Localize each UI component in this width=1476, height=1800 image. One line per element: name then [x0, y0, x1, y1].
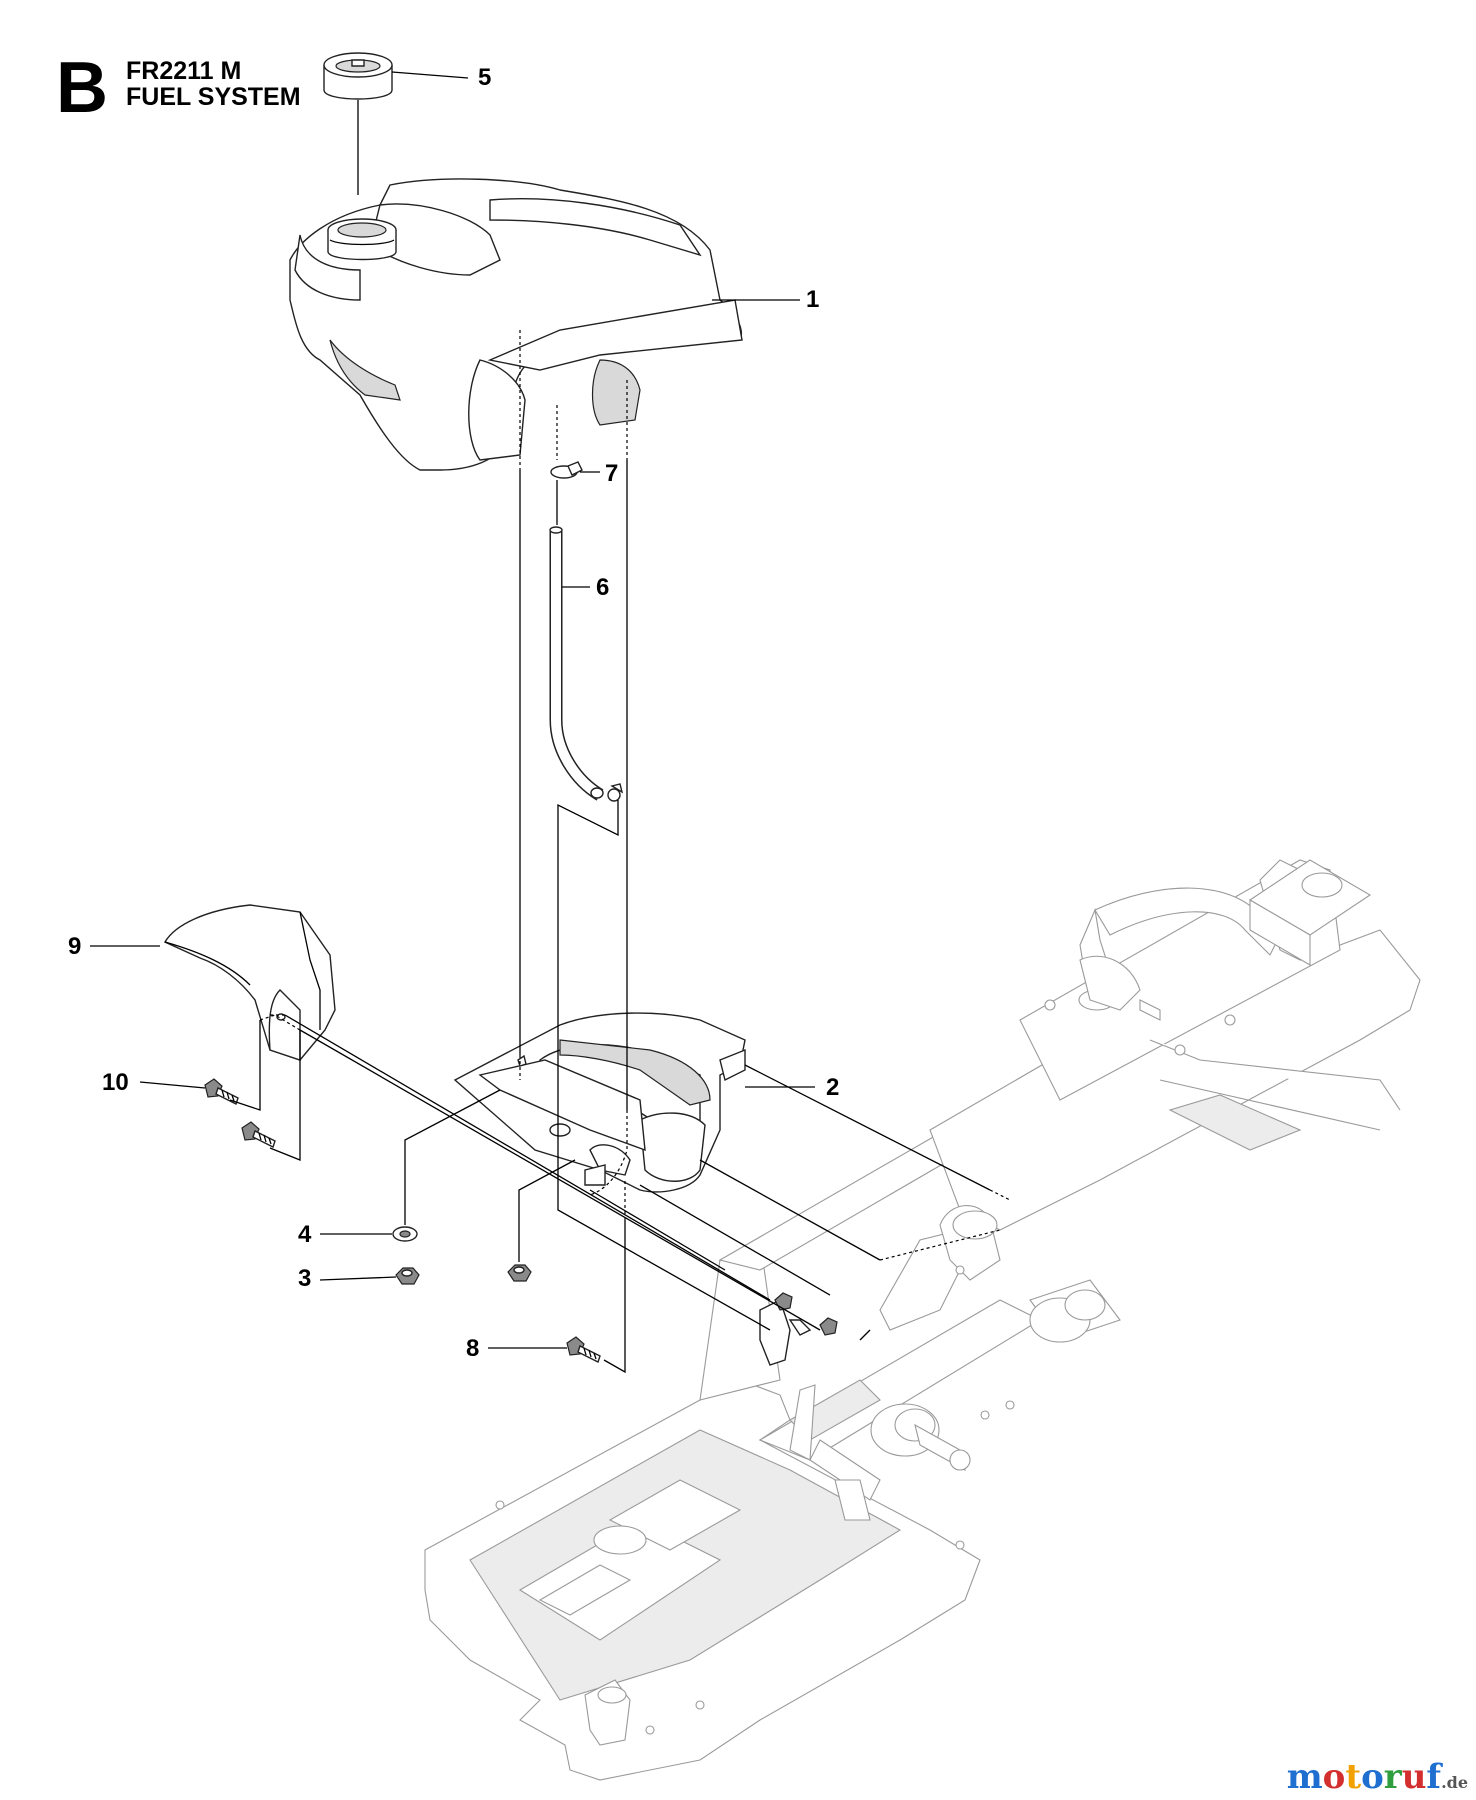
hose-clamp — [550, 461, 624, 802]
screw-10b — [241, 1121, 276, 1148]
model-number: FR2211 M — [126, 57, 242, 85]
watermark-logo: motoruf.de — [1287, 1760, 1468, 1794]
watermark-letter: o — [1361, 1757, 1384, 1797]
callout-6: 6 — [596, 574, 610, 601]
callout-7: 7 — [605, 460, 619, 487]
frame-latch — [759, 1292, 838, 1366]
callout-5: 5 — [478, 64, 492, 91]
callout-4: 4 — [298, 1221, 312, 1248]
fuel-hose — [549, 526, 604, 801]
fuel-tank — [289, 178, 743, 471]
watermark-letter: o — [1322, 1757, 1346, 1797]
watermark-letter: m — [1286, 1757, 1323, 1797]
callout-8: 8 — [466, 1335, 480, 1362]
watermark-letter: t — [1345, 1757, 1362, 1797]
watermark-letter: u — [1401, 1757, 1427, 1797]
callout-leaders — [90, 71, 815, 1349]
watermark-letter: r — [1383, 1757, 1402, 1797]
watermark-brand: motoruf — [1287, 1757, 1441, 1797]
callout-1: 1 — [806, 286, 820, 313]
chassis-frame — [424, 859, 1421, 1781]
washer — [392, 1226, 418, 1242]
callout-9: 9 — [68, 933, 82, 960]
watermark-tld: .de — [1441, 1773, 1468, 1792]
lock-nut — [395, 1267, 420, 1285]
fuel-cap — [323, 52, 393, 100]
system-title: FUEL SYSTEM — [126, 83, 301, 111]
assembly-lines — [229, 100, 1011, 1374]
lock-nut-2 — [507, 1264, 532, 1282]
tank-bracket — [453, 1012, 746, 1193]
screw-10a — [204, 1078, 239, 1105]
section-letter: B — [56, 48, 108, 128]
watermark-letter: f — [1426, 1757, 1442, 1797]
cover-plate — [164, 904, 336, 1061]
title-block: FR2211 M FUEL SYSTEM — [126, 58, 301, 110]
screw-8 — [566, 1336, 601, 1363]
callout-10: 10 — [102, 1069, 129, 1096]
callout-2: 2 — [826, 1074, 840, 1101]
callout-3: 3 — [298, 1265, 312, 1292]
